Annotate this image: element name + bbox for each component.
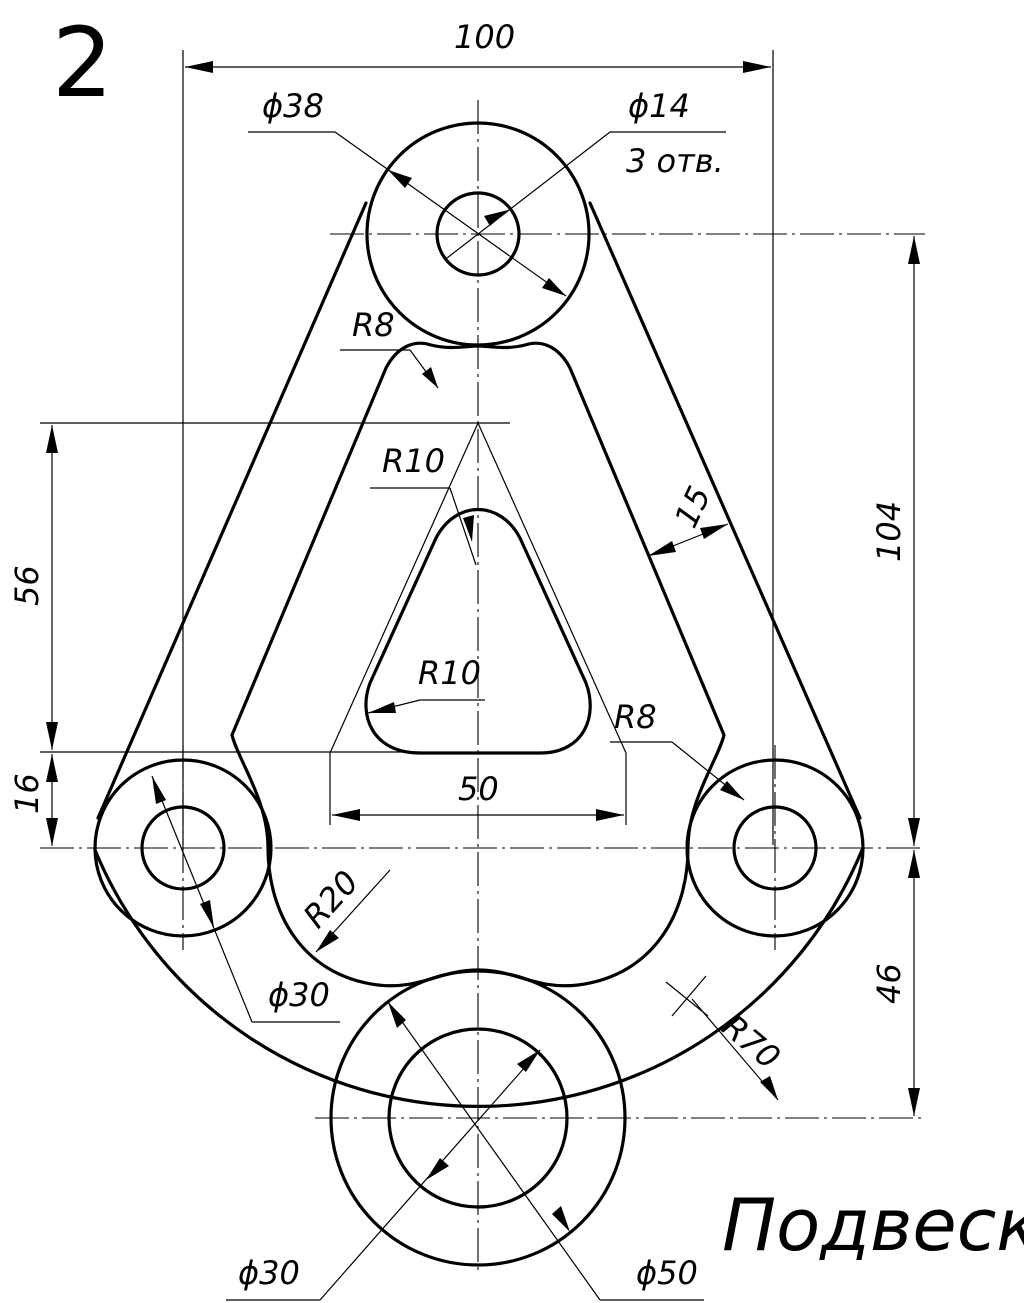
- dim-side-offset: 16: [8, 773, 46, 814]
- dim-side-fillet: R20: [296, 863, 366, 935]
- dim-hole-count: 3 отв.: [626, 142, 724, 180]
- dim-bottom-height: 46: [870, 963, 908, 1004]
- dim-side-boss-diameter: ϕ30: [268, 976, 330, 1014]
- inner-triangle-window: [364, 507, 592, 755]
- dim-triangle-height: 56: [8, 565, 46, 606]
- dim-fillet-top: R8: [352, 306, 395, 344]
- dim-hole-diameter: ϕ14: [628, 87, 690, 125]
- dim-top-boss-diameter: ϕ38: [262, 87, 324, 125]
- inner-band-contour: [230, 341, 726, 988]
- dim-overall-width: 100: [454, 18, 515, 56]
- dimension-lines: [40, 50, 920, 1301]
- dim-inner-corner-radius: R10: [418, 654, 481, 692]
- dim-inner-top-radius: R10: [382, 442, 445, 480]
- outer-contour: [93, 201, 864, 1109]
- center-lines: [40, 100, 925, 1275]
- dim-bottom-hole-diameter: ϕ30: [238, 1254, 300, 1292]
- dim-bottom-boss-diameter: ϕ50: [636, 1254, 698, 1292]
- dim-band-width: 15: [667, 480, 719, 533]
- dim-triangle-base: 50: [458, 770, 499, 808]
- sheet-number: 2: [52, 7, 113, 119]
- labels: 2 100 ϕ38 ϕ14 3 отв. R8 R10 15 104 56 R1…: [8, 7, 1024, 1292]
- drawing-title: Подвеска: [722, 1183, 1024, 1267]
- dim-overall-height: 104: [870, 501, 908, 562]
- dim-inner-fillet: R8: [614, 698, 657, 736]
- dim-outer-radius: R70: [715, 1007, 788, 1077]
